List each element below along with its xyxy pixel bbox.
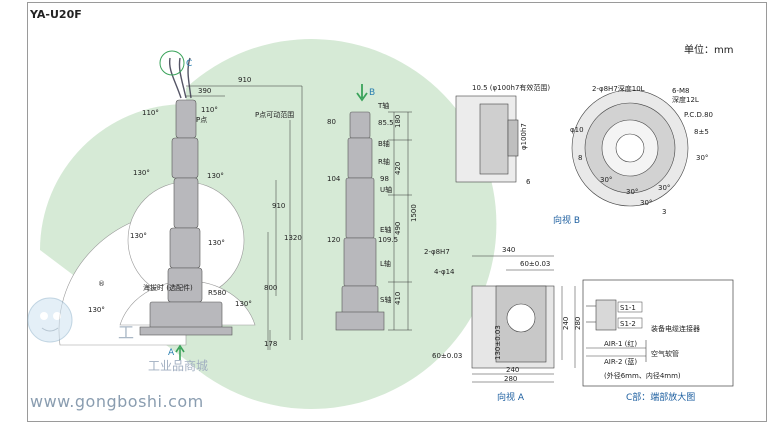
svg-text:30°: 30°	[600, 176, 612, 184]
unit-label: 单位：mm	[684, 45, 734, 56]
front-view-arm	[335, 111, 385, 331]
view-b-title: 向视 B	[553, 214, 580, 226]
svg-text:U轴: U轴	[380, 185, 392, 194]
svg-text:800: 800	[264, 284, 277, 292]
svg-text:T轴: T轴	[377, 101, 389, 110]
svg-text:E轴: E轴	[380, 225, 391, 234]
svg-text:240: 240	[562, 317, 570, 330]
svg-text:6-M8: 6-M8	[672, 87, 689, 95]
view-b-flange	[571, 89, 689, 207]
svg-text:120: 120	[327, 236, 340, 244]
svg-text:30°: 30°	[696, 154, 708, 162]
svg-text:104: 104	[327, 175, 341, 183]
svg-text:910: 910	[272, 202, 285, 210]
svg-text:R580: R580	[208, 289, 226, 297]
watermark-shop: 工业品商城	[148, 359, 209, 373]
svg-text:910: 910	[238, 76, 251, 84]
svg-text:80: 80	[327, 118, 336, 126]
svg-text:280: 280	[574, 317, 582, 330]
c-callout: C	[186, 59, 192, 69]
svg-text:空气软管: 空气软管	[651, 349, 679, 358]
svg-text:4-φ14: 4-φ14	[434, 268, 455, 276]
robot-arm	[139, 99, 233, 336]
svg-text:178: 178	[264, 340, 277, 348]
view-a-base	[471, 285, 555, 369]
svg-text:P点可动范围: P点可动范围	[255, 110, 294, 119]
svg-text:装备电缆连接器: 装备电缆连接器	[651, 324, 700, 333]
view-b-side	[455, 95, 519, 183]
svg-text:S轴: S轴	[380, 295, 391, 304]
a-arrow-icon	[175, 344, 185, 360]
svg-text:(外径6mm、内径4mm): (外径6mm、内径4mm)	[604, 371, 681, 380]
svg-text:8±5: 8±5	[694, 128, 709, 136]
svg-text:6: 6	[526, 178, 531, 186]
svg-text:110°: 110°	[201, 106, 218, 114]
watermark-logo-char: 工	[118, 323, 134, 342]
svg-text:海拔时 (选配件): 海拔时 (选配件)	[143, 283, 193, 292]
detail-c-title: C部：端部放大图	[626, 391, 695, 403]
motion-envelope	[186, 39, 497, 410]
svg-text:130°: 130°	[88, 306, 105, 314]
detail-c-box	[582, 279, 734, 387]
svg-text:®: ®	[98, 280, 105, 288]
svg-text:8: 8	[578, 154, 582, 162]
svg-text:60±0.03: 60±0.03	[432, 352, 462, 360]
watermark-logo-icon	[27, 297, 73, 343]
svg-text:85.5: 85.5	[378, 119, 394, 127]
svg-text:130°: 130°	[208, 239, 225, 247]
svg-text:390: 390	[198, 87, 211, 95]
svg-text:420: 420	[394, 162, 402, 175]
svg-text:130°: 130°	[133, 169, 150, 177]
svg-text:AIR-2 (蓝): AIR-2 (蓝)	[604, 357, 637, 366]
b-arrow-icon	[356, 84, 368, 102]
a-callout: A	[168, 348, 175, 358]
svg-text:1320: 1320	[284, 234, 302, 242]
b-callout: B	[369, 88, 375, 98]
svg-text:410: 410	[394, 292, 402, 305]
svg-text:130±0.03: 130±0.03	[494, 325, 502, 360]
svg-text:30°: 30°	[640, 199, 652, 207]
svg-text:30°: 30°	[626, 188, 638, 196]
svg-text:130°: 130°	[235, 300, 252, 308]
svg-text:φ100h7: φ100h7	[520, 123, 528, 150]
svg-text:30°: 30°	[658, 184, 670, 192]
svg-text:60±0.03: 60±0.03	[520, 260, 550, 268]
svg-text:2-φ8H7: 2-φ8H7	[424, 248, 450, 256]
svg-text:98: 98	[380, 175, 389, 183]
svg-text:240: 240	[506, 366, 519, 374]
svg-text:P.C.D.80: P.C.D.80	[684, 111, 713, 119]
svg-text:AIR-1 (红): AIR-1 (红)	[604, 339, 637, 348]
svg-text:109.5: 109.5	[378, 236, 398, 244]
svg-text:110°: 110°	[142, 109, 159, 117]
svg-text:490: 490	[394, 222, 402, 235]
svg-text:深度12L: 深度12L	[672, 95, 699, 104]
svg-text:340: 340	[502, 246, 515, 254]
svg-text:3: 3	[662, 208, 666, 216]
svg-text:130°: 130°	[207, 172, 224, 180]
svg-text:180: 180	[394, 115, 402, 128]
svg-text:P点: P点	[196, 116, 207, 124]
svg-text:10.5 (φ100h7有效范围): 10.5 (φ100h7有效范围)	[472, 83, 550, 92]
svg-text:S1-1: S1-1	[620, 304, 636, 312]
view-a-title: 向视 A	[497, 391, 525, 403]
svg-text:280: 280	[504, 375, 517, 383]
svg-text:φ10: φ10	[570, 126, 584, 134]
svg-text:R轴: R轴	[378, 157, 390, 166]
drawing-frame	[27, 2, 767, 422]
svg-text:B轴: B轴	[378, 139, 390, 148]
svg-text:130°: 130°	[130, 232, 147, 240]
model-title: YA-U20F	[30, 8, 82, 21]
svg-text:1500: 1500	[410, 204, 418, 222]
svg-text:2-φ8H7深度10L: 2-φ8H7深度10L	[592, 84, 645, 93]
watermark-url: www.gongboshi.com	[30, 392, 204, 411]
svg-text:L轴: L轴	[380, 259, 391, 268]
svg-text:S1-2: S1-2	[620, 320, 636, 328]
